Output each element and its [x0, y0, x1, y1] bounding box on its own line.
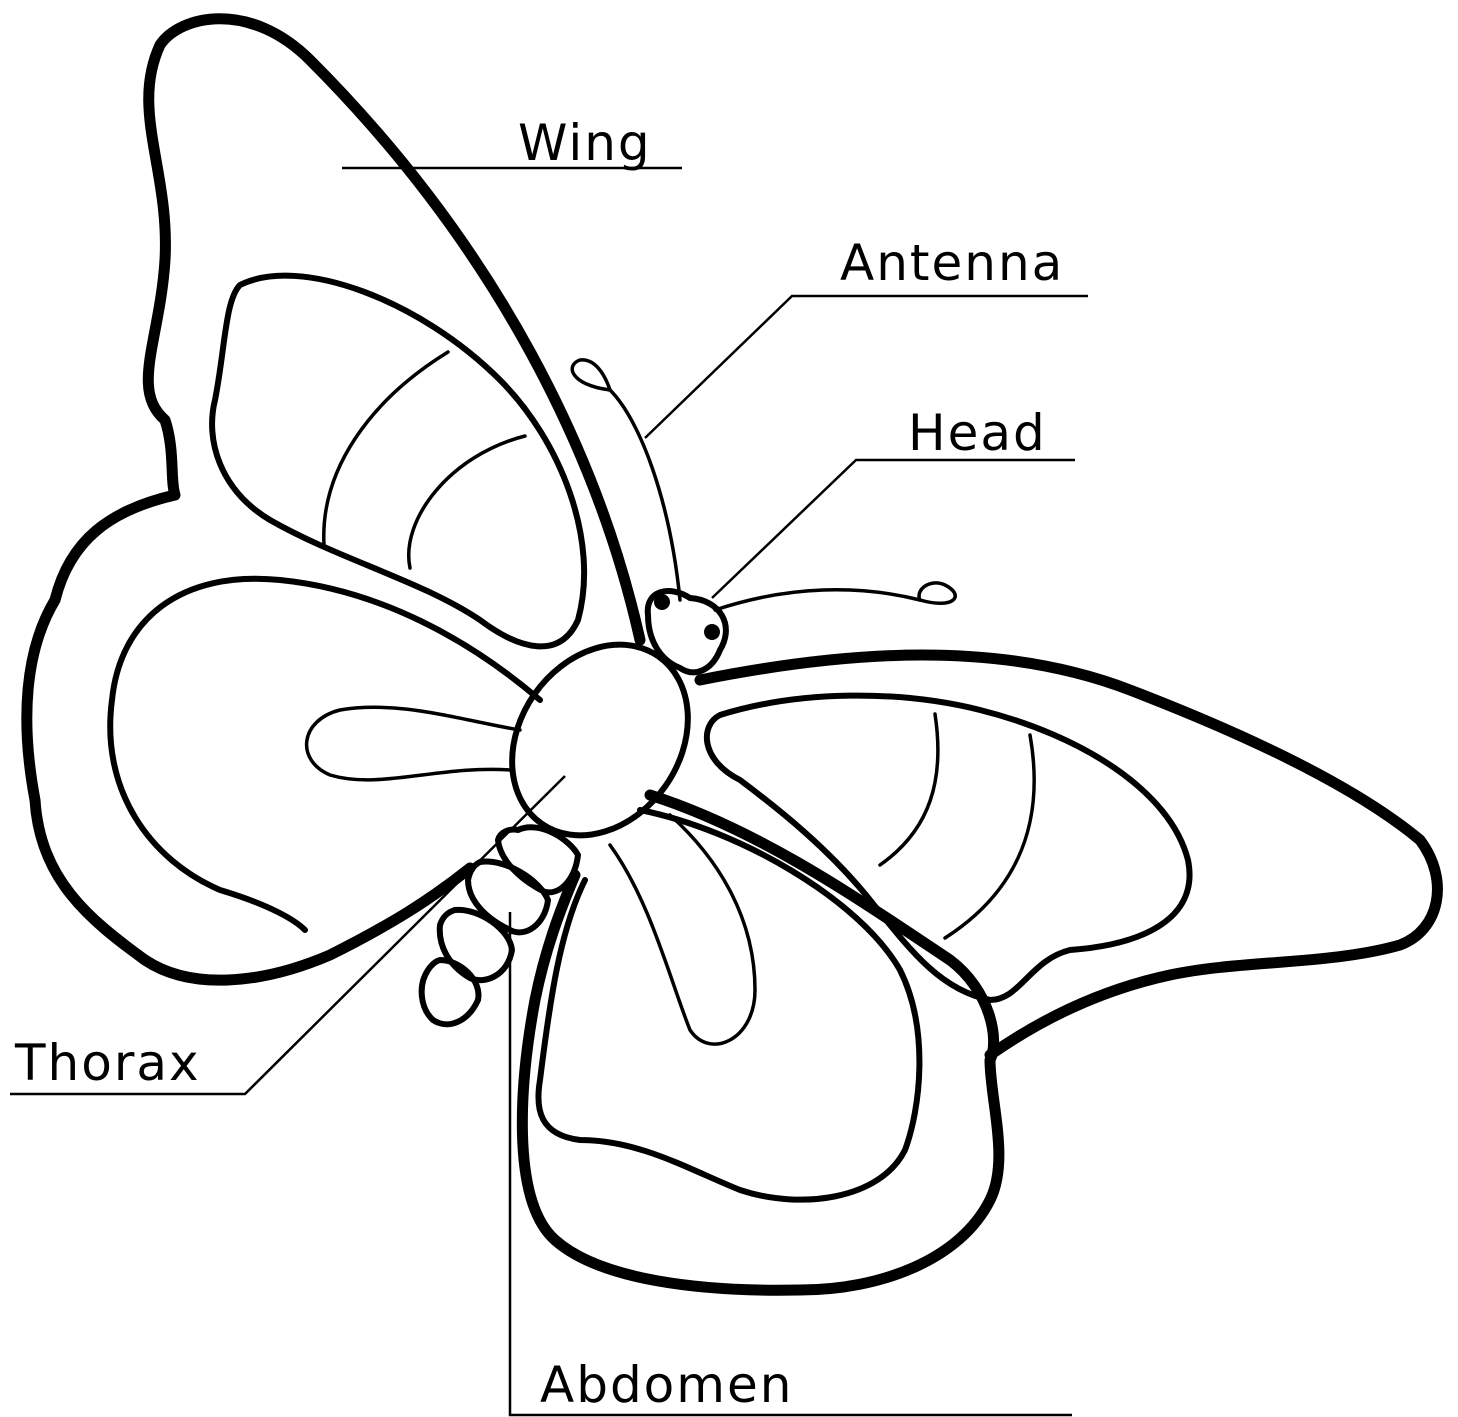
abdomen-segment-3 — [440, 910, 512, 980]
left-hindwing-lobe — [307, 707, 520, 780]
left-antenna-tip — [572, 360, 610, 390]
right-hindwing-cell — [538, 810, 919, 1200]
wing-label: Wing — [518, 114, 652, 172]
left-forewing-vein-1 — [324, 352, 448, 545]
right-forewing-vein-2 — [945, 735, 1034, 938]
antennae — [572, 360, 955, 610]
head-label: Head — [908, 404, 1047, 462]
left-forewing-cell — [212, 276, 584, 647]
antenna-label: Antenna — [840, 234, 1064, 292]
right-hindwing-outline — [522, 795, 999, 1290]
left-eye-icon — [654, 594, 670, 610]
right-antenna — [715, 590, 920, 610]
right-forewing-outline — [700, 655, 1437, 1055]
abdomen-segment-2 — [468, 862, 548, 933]
left-hindwing-cell — [110, 579, 540, 930]
right-eye-icon — [704, 624, 720, 640]
abdomen-segment-4 — [422, 960, 479, 1024]
thorax-label: Thorax — [14, 1034, 201, 1092]
right-hindwing-lobe — [610, 815, 755, 1044]
left-forewing-vein-2 — [409, 436, 525, 568]
abdomen-label: Abdomen — [540, 1356, 793, 1414]
right-forewing-vein-1 — [880, 714, 938, 865]
abdomen-leader-line — [510, 912, 1072, 1415]
right-antenna-tip — [919, 583, 955, 603]
head-leader-line — [712, 460, 1075, 598]
right-wing-group — [522, 655, 1437, 1290]
